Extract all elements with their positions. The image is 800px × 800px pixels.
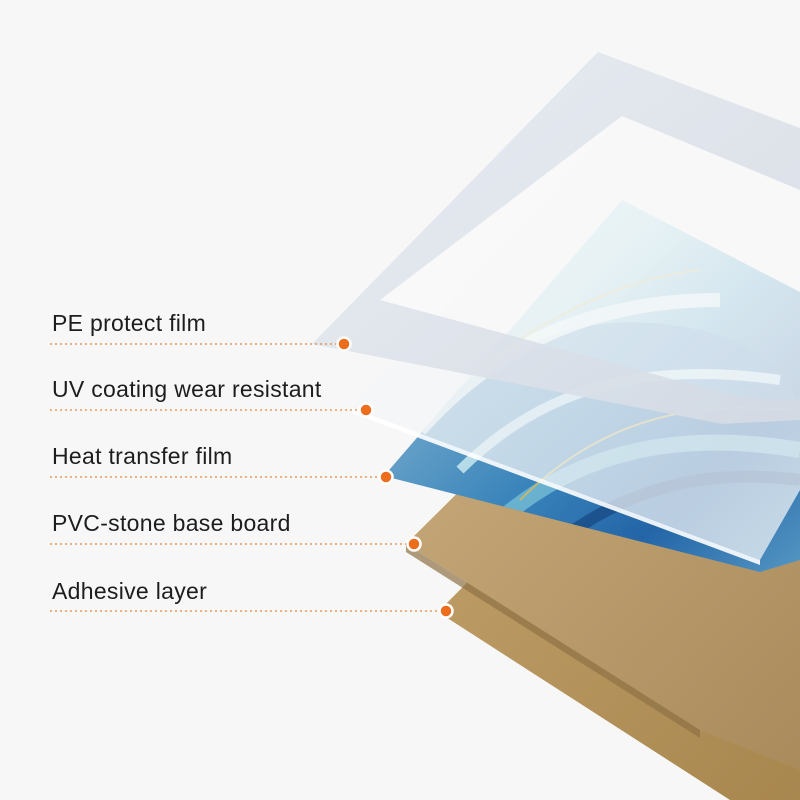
marker-adhesive (438, 603, 454, 619)
marker-pvc (406, 536, 422, 552)
marker-uv (358, 402, 374, 418)
marker-heat (378, 469, 394, 485)
pe-protect-film (312, 52, 800, 424)
label-pvc-stone-base-board: PVC-stone base board (52, 510, 291, 536)
label-pe-protect-film: PE protect film (52, 310, 207, 336)
uv-coating-edge (352, 408, 760, 565)
leader-lines (50, 343, 446, 612)
label-uv-coating: UV coating wear resistant (52, 376, 322, 402)
uv-coating-layer (352, 115, 800, 560)
label-heat-transfer-film: Heat transfer film (52, 443, 233, 469)
marker-pe (336, 336, 352, 352)
label-adhesive-layer: Adhesive layer (52, 578, 208, 604)
marker-dots (336, 336, 454, 619)
base-board-edge (406, 544, 700, 738)
pe-film-window (380, 116, 800, 400)
